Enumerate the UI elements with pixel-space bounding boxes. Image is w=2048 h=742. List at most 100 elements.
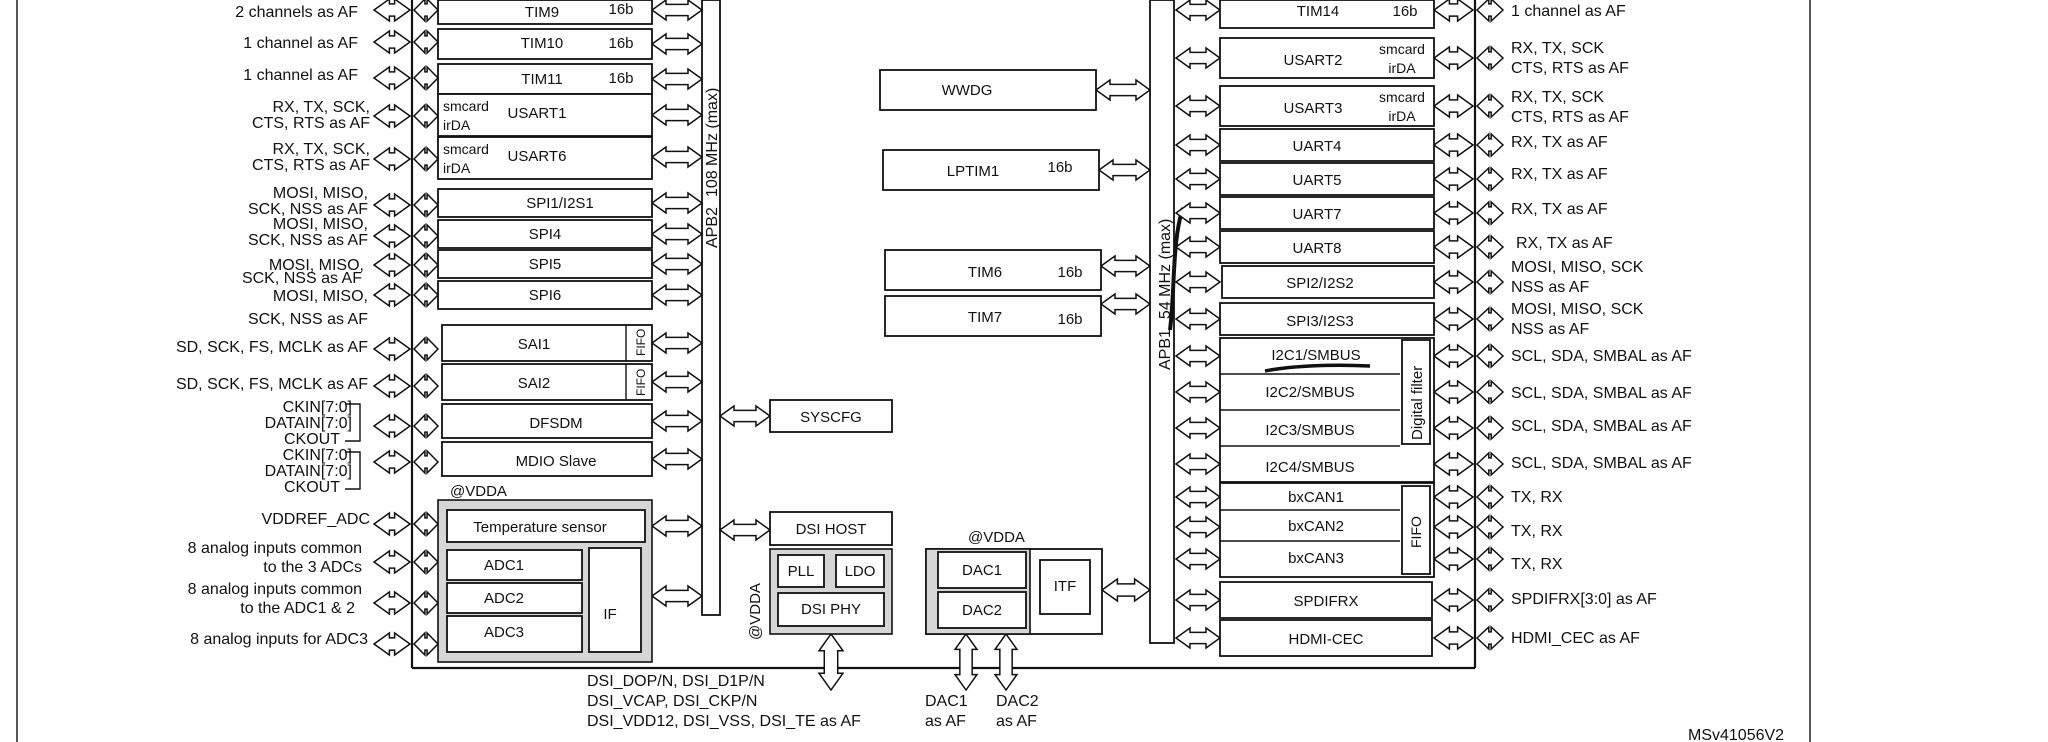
pll-label: PLL	[788, 563, 815, 580]
left-label-usart1-b: CTS, RTS as AF	[252, 115, 370, 132]
right-external-arrow-i2c1	[1475, 343, 1505, 369]
usart1-block	[437, 93, 653, 137]
right-label-can2: TX, RX	[1511, 523, 1563, 540]
apb1-arrow-hdmi	[1174, 626, 1222, 650]
apb1-arrow-i2c4	[1174, 452, 1222, 476]
left-bus-arrow-adc-common3	[412, 549, 440, 575]
apb1-arrow-spi2	[1174, 270, 1222, 294]
left-external-arrow-dfsdm	[372, 413, 412, 439]
apb2-arrow-dsi-host	[718, 518, 772, 542]
left-bus-arrow-sai1	[412, 336, 440, 362]
right-external-arrow-uart5	[1475, 166, 1505, 192]
apb2-arrow-tim10	[650, 32, 704, 56]
apb1-arrow-uart8	[1174, 235, 1222, 259]
tim11-16b: 16b	[608, 70, 633, 87]
right-bus-arrow-i2c3	[1432, 415, 1475, 441]
apb1-arrow-uart7	[1174, 201, 1222, 225]
tim10-block	[437, 28, 653, 60]
apb1-arrow-usart3	[1174, 94, 1222, 118]
right-bus-arrow-tim14	[1432, 0, 1475, 23]
dac2-block	[937, 591, 1027, 629]
right-label-uart7: RX, TX as AF	[1511, 201, 1608, 218]
apb2-arrow-tim11	[650, 67, 704, 91]
tim14-label: TIM14	[1297, 3, 1340, 20]
can3-label: bxCAN3	[1288, 550, 1344, 567]
dsi-phy-label: DSI PHY	[801, 601, 861, 618]
left-bus-arrow-usart1	[412, 103, 440, 129]
adc-vdda-label: @VDDA	[450, 483, 507, 500]
apb1-arrow-spdifrx	[1174, 588, 1222, 612]
adc3-block	[446, 615, 583, 653]
spi3-block	[1219, 302, 1435, 336]
apb2-arrow-usart6	[650, 145, 704, 169]
bottom-label-dsi-2: DSI_VCAP, DSI_CKP/N	[587, 693, 757, 710]
right-external-arrow-i2c2	[1475, 379, 1505, 405]
right-label-uart4: RX, TX as AF	[1511, 134, 1608, 151]
left-bus-arrow-spi5	[412, 252, 440, 278]
uart8-block	[1219, 230, 1435, 264]
left-bus-arrow-tim10	[412, 29, 440, 55]
right-label-usart2-b: CTS, RTS as AF	[1511, 60, 1629, 77]
right-bus-arrow-can3	[1432, 546, 1475, 572]
usart6-irda: irDA	[443, 160, 471, 176]
left-bus-arrow-usart6	[412, 146, 440, 172]
uart5-block	[1219, 162, 1435, 196]
left-label-adc-common12-b: to the ADC1 & 2	[240, 600, 355, 617]
lptim1-block	[882, 149, 1100, 191]
apb1-arrow-can1	[1174, 485, 1222, 509]
left-label-tim11: 1 channel as AF	[243, 67, 358, 84]
spi1-block	[437, 188, 653, 218]
apb2-arrow-adc	[650, 584, 704, 608]
right-external-arrow-can3	[1475, 546, 1505, 572]
left-external-arrow-adc-common3	[372, 549, 412, 575]
ldo-block	[835, 554, 885, 588]
apb2-arrow-spi4	[650, 222, 704, 246]
uart7-block	[1219, 196, 1435, 230]
spi6-label: SPI6	[529, 287, 562, 304]
left-bus-arrow-vddref	[412, 511, 440, 537]
dsi-vdda-label: @VDDA	[747, 583, 764, 640]
left-external-arrow-spi5	[372, 252, 412, 278]
tim7-16b: 16b	[1057, 311, 1082, 328]
spi5-block	[437, 249, 653, 279]
tim6-16b: 16b	[1057, 264, 1082, 281]
temperature-sensor-block	[446, 509, 646, 543]
adc-if-label: IF	[603, 606, 616, 623]
tim9-block	[437, 0, 653, 25]
right-external-arrow-usart2	[1475, 45, 1505, 71]
left-external-arrow-adc3	[372, 631, 412, 657]
i2c1-label: I2C1/SMBUS	[1271, 347, 1360, 364]
left-label-vddref: VDDREF_ADC	[262, 511, 370, 528]
i2c-digital-filter-block	[1401, 339, 1431, 445]
right-label-i2c3: SCL, SDA, SMBAL as AF	[1511, 418, 1692, 435]
apb2-arrow-tim9	[650, 0, 704, 22]
dsi-host-label: DSI HOST	[796, 521, 867, 538]
left-external-arrow-spi4	[372, 223, 412, 249]
right-external-arrow-usart3	[1475, 93, 1505, 119]
tim9-16b: 16b	[608, 1, 633, 18]
dsi-external-arrow	[817, 632, 845, 692]
pll-block	[777, 554, 825, 588]
dac2-external-arrow	[993, 632, 1019, 692]
apb1-arrow-can3	[1174, 547, 1222, 571]
i2c3-label: I2C3/SMBUS	[1265, 422, 1354, 439]
left-bus-arrow-mdio	[412, 449, 440, 475]
i2c4-label: I2C4/SMBUS	[1265, 459, 1354, 476]
left-external-arrow-spi6	[372, 282, 412, 308]
spi3-label: SPI3/I2S3	[1286, 313, 1354, 330]
left-bus-arrow-dfsdm	[412, 413, 440, 439]
tim14-16b: 16b	[1392, 3, 1417, 20]
apb2-arrow-dfsdm	[650, 409, 704, 433]
right-bus-arrow-spdifrx	[1432, 587, 1475, 613]
left-bus-arrow-spi6	[412, 282, 440, 308]
left-label-tim10: 1 channel as AF	[243, 35, 358, 52]
spdifrx-block	[1219, 581, 1433, 619]
left-bus-arrow-adc3	[412, 631, 440, 657]
adc3-label: ADC3	[484, 624, 524, 641]
bottom-af-labels: DSI_DOP/N, DSI_D1P/N DSI_VCAP, DSI_CKP/N…	[587, 673, 1039, 730]
apb1-arrow-wwdg	[1094, 78, 1152, 102]
apb2-arrow-spi5	[650, 252, 704, 276]
uart7-label: UART7	[1293, 206, 1342, 223]
tim7-label: TIM7	[968, 309, 1002, 326]
right-bus-arrow-can1	[1432, 484, 1475, 510]
